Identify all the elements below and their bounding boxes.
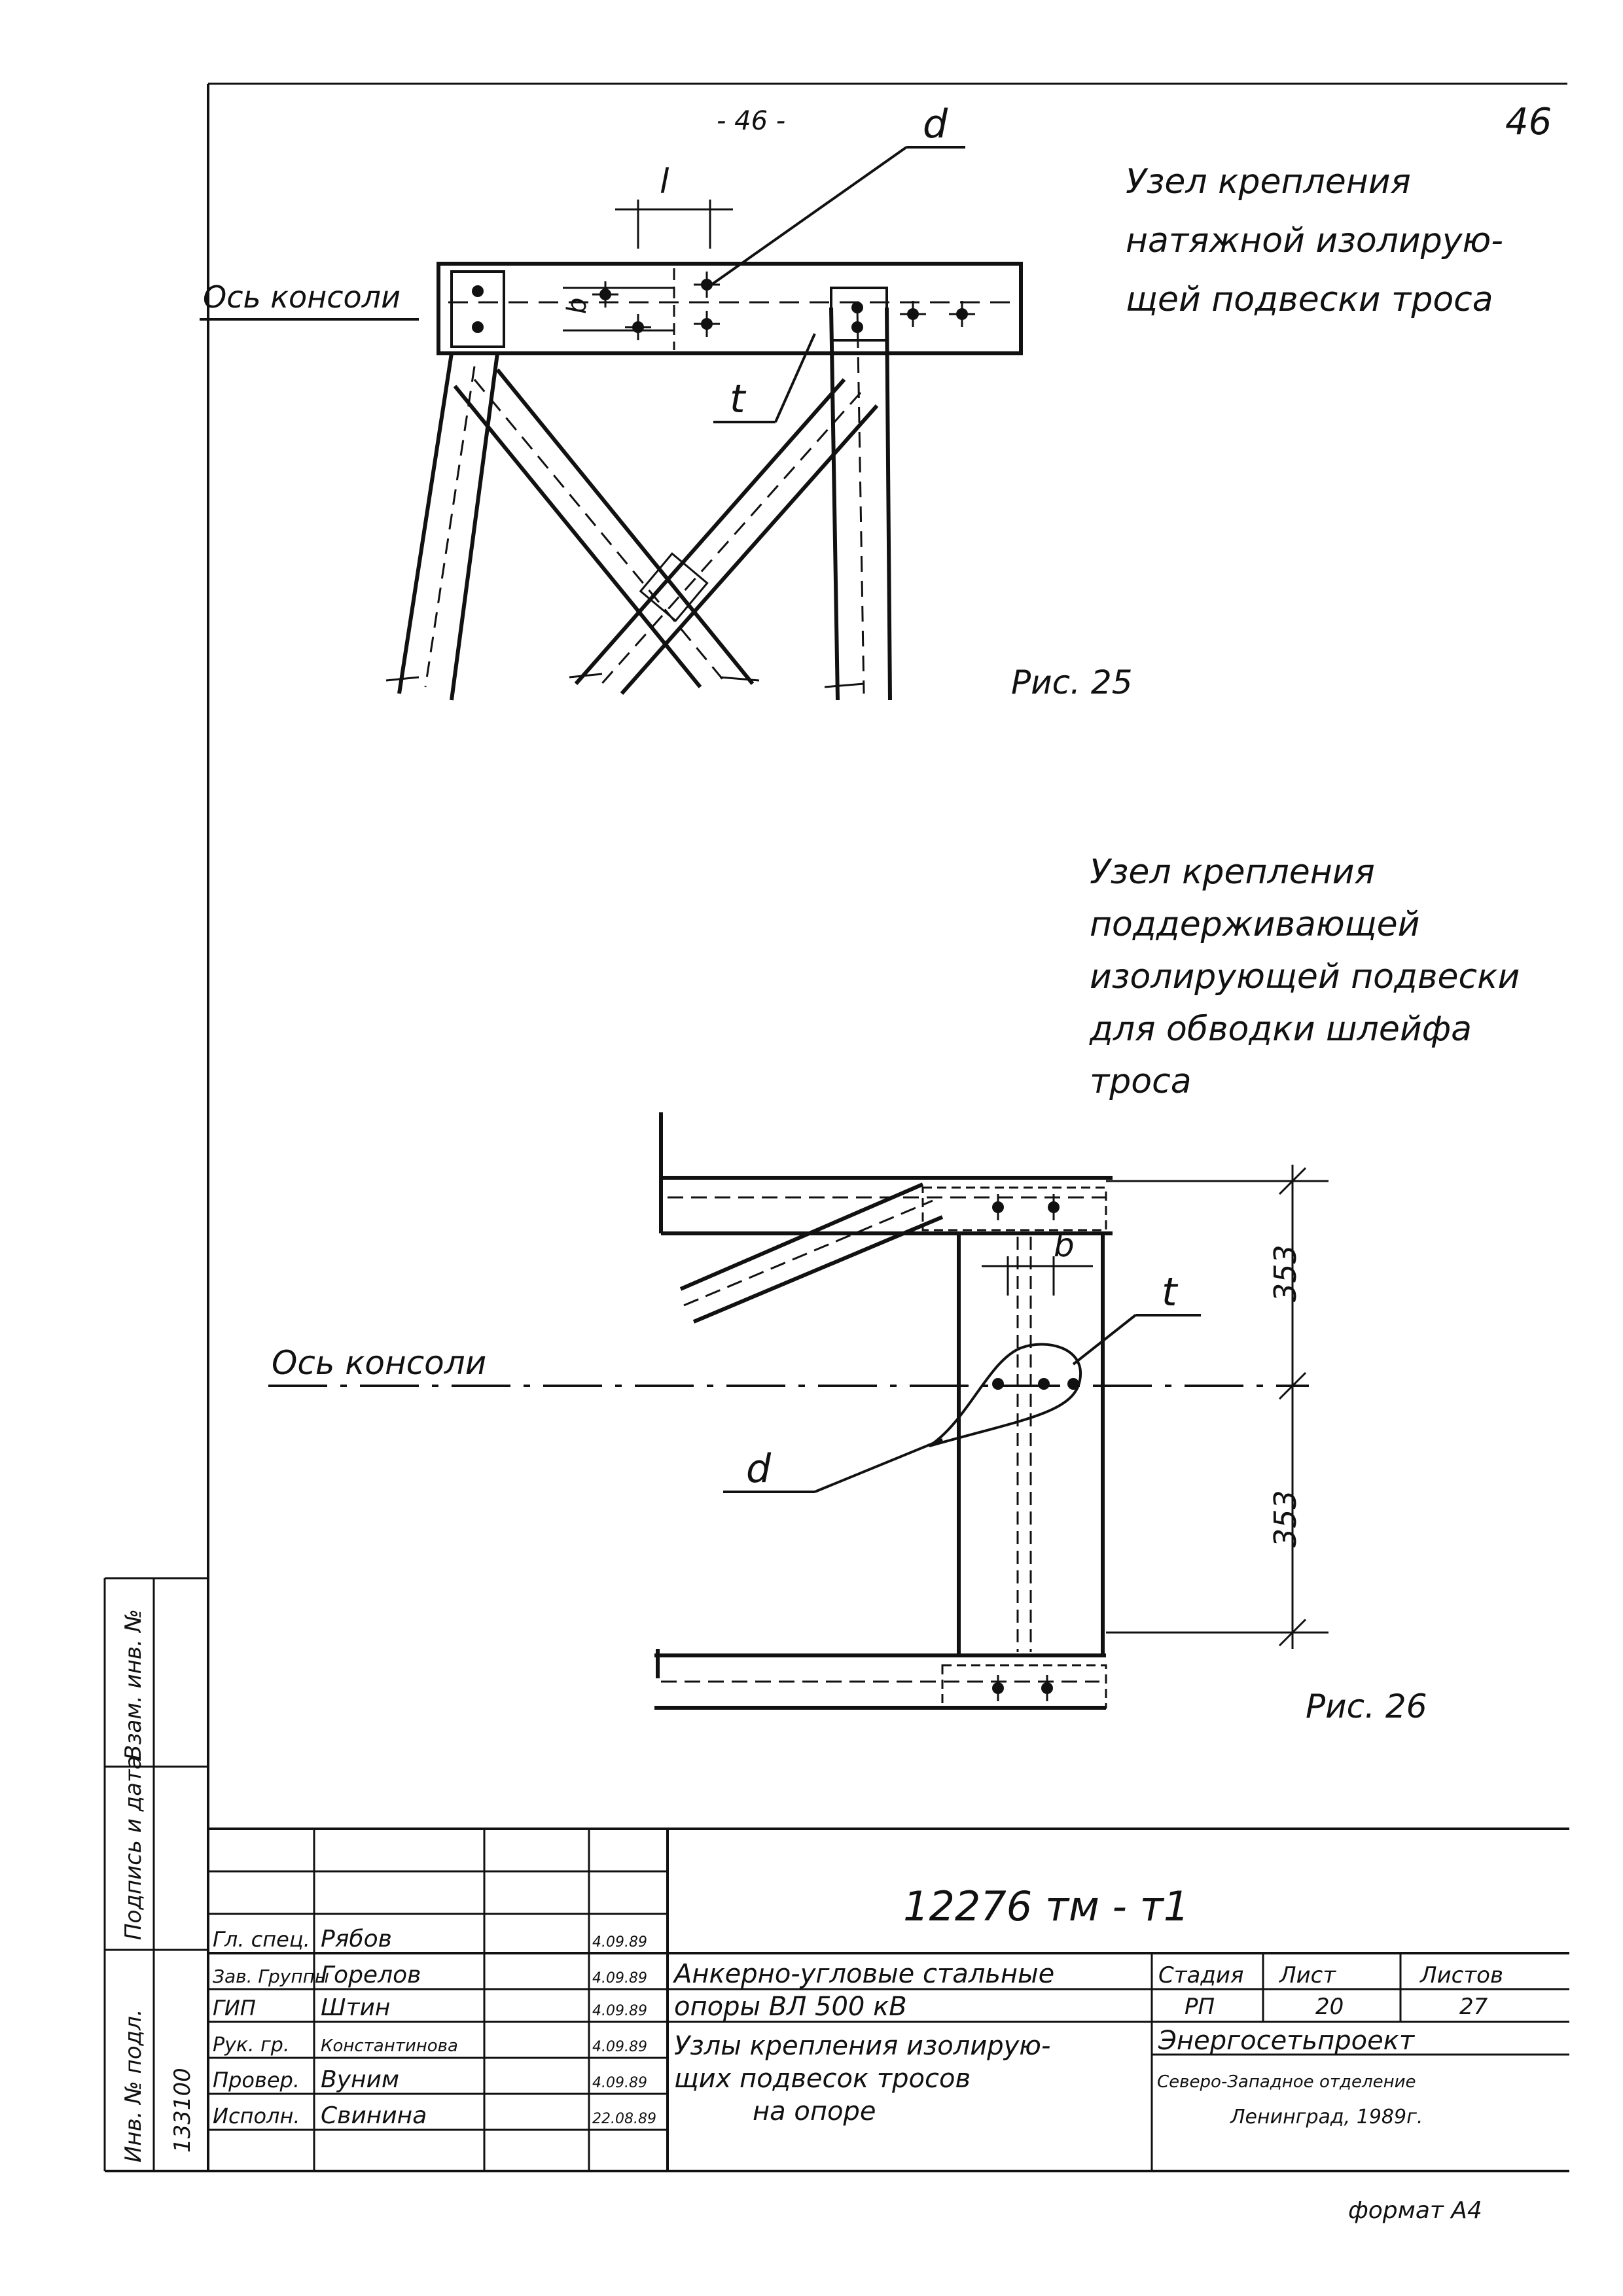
- document-code: 12276 тм - т1: [903, 1882, 1189, 1930]
- staff-role-3: ГИП: [213, 1996, 256, 2021]
- side-stamp-inventory-value: 133100: [169, 2068, 196, 2153]
- fig26-dimension-upper: 353: [1268, 1245, 1303, 1302]
- fig26-title-line-3: изолирующей подвески: [1090, 957, 1520, 997]
- sheets-value: 27: [1459, 1994, 1488, 2020]
- fig26-title-line-2: поддерживающей: [1090, 905, 1419, 944]
- org-line-3: Ленинград, 1989г.: [1230, 2106, 1423, 2128]
- fig26-dimension-b: [982, 1256, 1093, 1296]
- fig25-dimension-l: [615, 200, 733, 249]
- staff-name-5: Вуним: [321, 2066, 399, 2093]
- sheets-label: Листов: [1419, 1962, 1503, 1988]
- staff-role-4: Рук. гр.: [213, 2034, 289, 2057]
- fig25-leader-d: [705, 146, 965, 289]
- org-line-2: Северо-Западное отделение: [1157, 2072, 1416, 2092]
- staff-date-3: 4.09.89: [592, 2003, 647, 2019]
- fig26-label-b: b: [1054, 1226, 1075, 1264]
- fig25-left-leg: [397, 353, 499, 701]
- fig25-caption: Рис. 25: [1011, 663, 1133, 701]
- fig26-bottom-member: [654, 1649, 1106, 1710]
- side-stamp: Взам. инв. № Подпись и дата Инв. № подл.…: [105, 1578, 208, 2171]
- staff-date-6: 22.08.89: [592, 2111, 656, 2127]
- staff-name-2: Горелов: [321, 1962, 421, 1988]
- sheet-frame: [103, 82, 1569, 2172]
- object-title-line-1: Анкерно-угловые стальные: [672, 1959, 1054, 1989]
- fig25-brace-2: [574, 378, 879, 695]
- fig25-label-t: t: [730, 376, 747, 422]
- side-stamp-signature-date: Подпись и дата: [120, 1756, 147, 1940]
- fig26-vertical-plate: [957, 1231, 1105, 1657]
- fig25-leader-t: [713, 333, 816, 423]
- stage-label: Стадия: [1158, 1962, 1243, 1988]
- staff-name-4: Константинова: [321, 2036, 458, 2056]
- sheet-title-line-3: на опоре: [753, 2096, 876, 2127]
- fig26-diagonal-stub: [679, 1182, 944, 1324]
- fig26-label-t: t: [1162, 1269, 1179, 1315]
- fig25-right-leg: [829, 307, 892, 701]
- staff-date-5: 4.09.89: [592, 2075, 647, 2091]
- figure-26: Узел крепления поддерживающей изолирующе…: [268, 853, 1520, 1725]
- staff-date-4: 4.09.89: [592, 2039, 647, 2055]
- fig26-console-axis-label: Ось консоли: [272, 1344, 486, 1382]
- staff-role-6: Исполн.: [213, 2104, 300, 2128]
- sheet-title-line-2: щих подвесок тросов: [674, 2064, 971, 2094]
- fig26-title-line-4: для обводки шлейфа: [1089, 1010, 1472, 1049]
- format-label: формат А4: [1348, 2197, 1482, 2224]
- fig26-dimension-chain: [1106, 1165, 1329, 1649]
- fig26-gusset-plate: [928, 1343, 1082, 1447]
- fig26-leader-d: [723, 1438, 943, 1493]
- fig25-console-axis-label: Ось консоли: [203, 279, 401, 315]
- fig25-label-l: l: [660, 162, 669, 202]
- page-number-top: - 46 -: [717, 106, 785, 136]
- page-number-corner: 46: [1505, 101, 1552, 143]
- fig25-brace-1: [453, 368, 755, 688]
- staff-name-6: Свинина: [321, 2102, 427, 2129]
- fig26-label-d: d: [746, 1446, 772, 1492]
- fig26-title-line-1: Узел крепления: [1090, 853, 1375, 892]
- fig25-label-d: d: [923, 101, 948, 147]
- stage-value: РП: [1185, 1994, 1215, 2020]
- fig26-title-line-5: троса: [1090, 1062, 1192, 1101]
- object-title-line-2: опоры ВЛ 500 кВ: [674, 1992, 907, 2022]
- fig26-leader-t: [1072, 1314, 1201, 1366]
- staff-name-1: Рябов: [321, 1926, 392, 1952]
- figure-25: Узел крепления натяжной изолирую- щей по…: [200, 101, 1503, 701]
- fig26-bolts: [992, 1201, 1079, 1694]
- fig25-label-b: b: [562, 298, 592, 314]
- title-block: 12276 тм - т1 Гл. спец. Рябов 4.09.89 За…: [208, 1828, 1569, 2171]
- fig25-console-beam: [437, 262, 1023, 355]
- org-line-1: Энергосетьпроект: [1158, 2026, 1416, 2056]
- sheet-value: 20: [1315, 1994, 1344, 2020]
- staff-role-5: Провер.: [213, 2068, 300, 2093]
- fig25-bolts: [472, 279, 968, 333]
- staff-date-2: 4.09.89: [592, 1970, 647, 1987]
- staff-role-2: Зав. Группы: [213, 1966, 329, 1987]
- sheet-label: Лист: [1278, 1962, 1336, 1988]
- fig25-title-line-1: Узел крепления: [1126, 162, 1411, 202]
- staff-date-1: 4.09.89: [592, 1934, 647, 1951]
- side-stamp-inventory: Инв. № подл.: [120, 2009, 147, 2163]
- sheet-title-line-1: Узлы крепления изолирую-: [674, 2031, 1050, 2061]
- side-stamp-replacement: Взам. инв. №: [120, 1609, 147, 1760]
- fig26-top-member: [659, 1112, 1113, 1235]
- staff-name-3: Штин: [321, 1994, 390, 2021]
- fig25-title-line-3: щей подвески троса: [1126, 280, 1493, 319]
- fig26-dimension-lower: 353: [1268, 1490, 1303, 1547]
- staff-role-1: Гл. спец.: [213, 1927, 310, 1952]
- fig26-caption: Рис. 26: [1306, 1687, 1427, 1725]
- fig25-title-line-2: натяжной изолирую-: [1126, 221, 1503, 260]
